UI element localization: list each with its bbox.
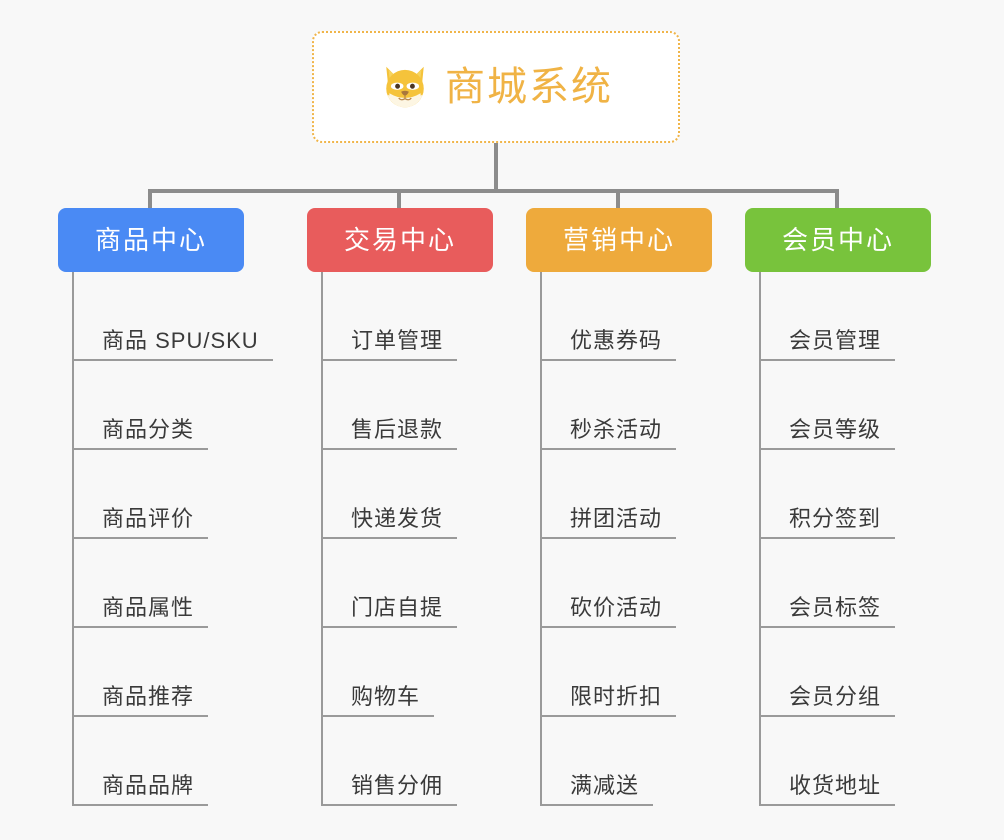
leaf-spine <box>72 272 74 806</box>
branch-product-center: 商品中心 商品 SPU/SKU 商品分类 商品评价 商品属性 商品推荐 商品品牌 <box>58 208 273 806</box>
list-item-label: 销售分佣 <box>351 772 444 798</box>
root-node[interactable]: 商城系统 <box>312 31 680 143</box>
branch-trade-center: 交易中心 订单管理 售后退款 快递发货 门店自提 购物车 销售分佣 <box>307 208 493 806</box>
list-item[interactable]: 秒杀活动 <box>540 361 712 450</box>
list-item[interactable]: 收货地址 <box>759 717 931 806</box>
list-item-label: 会员分组 <box>789 683 882 709</box>
list-item[interactable]: 商品属性 <box>72 539 273 628</box>
leaf-spine <box>540 272 542 806</box>
leaf-spine <box>321 272 323 806</box>
list-item[interactable]: 销售分佣 <box>321 717 493 806</box>
list-item-label: 秒杀活动 <box>570 416 663 442</box>
category-header-label: 会员中心 <box>781 225 894 255</box>
connector-drop-1 <box>397 189 401 208</box>
shiba-dog-icon <box>386 66 424 108</box>
list-item-label: 优惠券码 <box>570 327 663 353</box>
branch-marketing-center: 营销中心 优惠券码 秒杀活动 拼团活动 砍价活动 限时折扣 满减送 <box>526 208 712 806</box>
list-item[interactable]: 会员等级 <box>759 361 931 450</box>
list-item[interactable]: 会员管理 <box>759 272 931 361</box>
category-header-label: 商品中心 <box>94 225 207 255</box>
leaf-list-member-center: 会员管理 会员等级 积分签到 会员标签 会员分组 收货地址 <box>759 272 931 806</box>
leaf-spine <box>759 272 761 806</box>
list-item-label: 积分签到 <box>789 505 882 531</box>
list-item-label: 商品 SPU/SKU <box>102 327 259 353</box>
list-item[interactable]: 会员标签 <box>759 539 931 628</box>
list-item[interactable]: 商品品牌 <box>72 717 273 806</box>
list-item[interactable]: 商品推荐 <box>72 628 273 717</box>
list-item-label: 门店自提 <box>351 594 444 620</box>
list-item[interactable]: 订单管理 <box>321 272 493 361</box>
list-item-label: 快递发货 <box>351 505 444 531</box>
list-item-label: 砍价活动 <box>570 594 663 620</box>
list-item[interactable]: 商品评价 <box>72 450 273 539</box>
list-item[interactable]: 门店自提 <box>321 539 493 628</box>
list-item-label: 商品推荐 <box>102 683 195 709</box>
leaf-list-trade-center: 订单管理 售后退款 快递发货 门店自提 购物车 销售分佣 <box>321 272 493 806</box>
category-header-member-center[interactable]: 会员中心 <box>745 208 931 272</box>
list-item-label: 拼团活动 <box>570 505 663 531</box>
list-item-label: 满减送 <box>570 772 640 798</box>
list-item-label: 商品评价 <box>102 505 195 531</box>
list-item-label: 限时折扣 <box>570 683 663 709</box>
list-item[interactable]: 满减送 <box>540 717 712 806</box>
connector-root-stem <box>494 143 498 191</box>
category-header-label: 营销中心 <box>562 225 675 255</box>
list-item-label: 购物车 <box>351 683 421 709</box>
connector-bus-bar <box>148 189 838 193</box>
list-item-label: 订单管理 <box>351 327 444 353</box>
list-item[interactable]: 砍价活动 <box>540 539 712 628</box>
leaf-list-product-center: 商品 SPU/SKU 商品分类 商品评价 商品属性 商品推荐 商品品牌 <box>72 272 273 806</box>
list-item[interactable]: 限时折扣 <box>540 628 712 717</box>
list-item-label: 收货地址 <box>789 772 882 798</box>
list-item[interactable]: 购物车 <box>321 628 493 717</box>
category-header-trade-center[interactable]: 交易中心 <box>307 208 493 272</box>
connector-drop-3 <box>835 189 839 208</box>
list-item-label: 商品品牌 <box>102 772 195 798</box>
category-header-marketing-center[interactable]: 营销中心 <box>526 208 712 272</box>
list-item[interactable]: 会员分组 <box>759 628 931 717</box>
list-item-label: 售后退款 <box>351 416 444 442</box>
category-header-label: 交易中心 <box>343 225 456 255</box>
list-item[interactable]: 商品 SPU/SKU <box>72 272 273 361</box>
list-item-label: 商品属性 <box>102 594 195 620</box>
connector-drop-2 <box>616 189 620 208</box>
root-title: 商城系统 <box>445 65 613 109</box>
list-item[interactable]: 快递发货 <box>321 450 493 539</box>
list-item-label: 会员等级 <box>789 416 882 442</box>
category-header-product-center[interactable]: 商品中心 <box>58 208 244 272</box>
list-item-label: 会员标签 <box>789 594 882 620</box>
branch-member-center: 会员中心 会员管理 会员等级 积分签到 会员标签 会员分组 收货地址 <box>745 208 931 806</box>
list-item[interactable]: 售后退款 <box>321 361 493 450</box>
list-item[interactable]: 拼团活动 <box>540 450 712 539</box>
list-item[interactable]: 商品分类 <box>72 361 273 450</box>
leaf-list-marketing-center: 优惠券码 秒杀活动 拼团活动 砍价活动 限时折扣 满减送 <box>540 272 712 806</box>
list-item[interactable]: 积分签到 <box>759 450 931 539</box>
list-item-label: 商品分类 <box>102 416 195 442</box>
connector-drop-0 <box>148 189 152 208</box>
list-item-label: 会员管理 <box>789 327 882 353</box>
list-item[interactable]: 优惠券码 <box>540 272 712 361</box>
